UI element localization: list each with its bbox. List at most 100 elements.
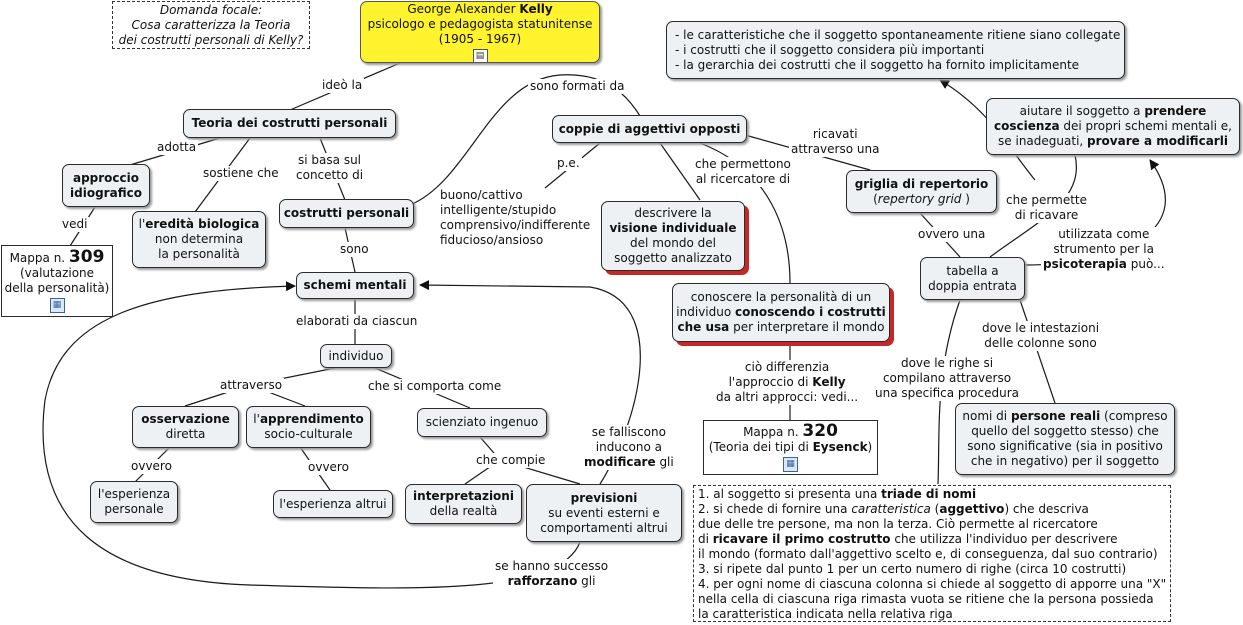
- procedura-line-7: 4. per ogni nome di ciascuna colonna si …: [698, 577, 1167, 591]
- link-label-compie: che compie: [474, 453, 548, 468]
- link-label-differenzia: ciò differenzia l'approccio di Kelly da …: [714, 360, 861, 405]
- kelly-line-3: (1905 - 1967): [438, 31, 522, 46]
- link-label-utilizzata-line-1: utilizzata come: [1058, 227, 1150, 241]
- approccio-line-1: approccio: [72, 170, 140, 185]
- link-label-permette-line-2: di ricavare: [1014, 208, 1079, 222]
- descrivere-node[interactable]: descrivere la visione individuale del mo…: [601, 201, 745, 271]
- esempi-line-2: intelligente/stupido: [440, 203, 557, 217]
- previsioni-node[interactable]: previsioni su eventi esterni e comportam…: [526, 484, 682, 542]
- conoscere-node[interactable]: conoscere la personalità di un individuo…: [672, 283, 890, 342]
- link-label-utilizzata-line-3: psicoterapia può...: [1043, 257, 1165, 271]
- mappa-320-node[interactable]: Mappa n. 320 (Teoria dei tipi di Eysenck…: [703, 420, 878, 475]
- link-label-formati: sono formati da: [528, 79, 627, 94]
- coppie-label: coppie di aggettivi opposti: [558, 121, 741, 136]
- costrutti-label: costrutti personali: [283, 206, 410, 220]
- mappa-309-node[interactable]: Mappa n. 309 (valutazione della personal…: [1, 245, 113, 317]
- descrivere-line-4: soggetto analizzato: [614, 251, 732, 265]
- conoscere-line-1: conoscere la personalità di un: [690, 290, 872, 304]
- concept-map-icon[interactable]: ▦: [783, 456, 798, 472]
- procedura-node[interactable]: 1. al soggetto si presenta una triade di…: [693, 485, 1171, 622]
- link-label-intestazioni: dove le intestazioni delle colonne sono: [980, 321, 1102, 351]
- griglia-line-2: (repertory grid ): [873, 191, 970, 206]
- tabella-line-2: doppia entrata: [928, 278, 1017, 293]
- esperienza-altrui-node[interactable]: l'esperienza altrui: [273, 490, 393, 518]
- link-label-ovvero-una: ovvero una: [916, 227, 988, 242]
- individuo-label: individuo: [328, 348, 384, 363]
- link-label-attraverso: attraverso: [218, 378, 285, 393]
- approccio-line-2: idiografico: [70, 185, 142, 200]
- osservazione-node[interactable]: osservazione diretta: [132, 406, 239, 448]
- link-label-successo: se hanno successo rafforzano gli: [493, 559, 611, 589]
- link-label-pe: p.e.: [555, 156, 582, 171]
- concept-map-icon[interactable]: ▦: [49, 297, 65, 313]
- tabella-node[interactable]: tabella a doppia entrata: [920, 257, 1025, 300]
- esempi-text: buono/cattivo intelligente/stupido compr…: [438, 188, 592, 248]
- link-label-permette-line-1: che permette: [1006, 193, 1087, 207]
- link-label-comporta: che si comporta come: [366, 379, 504, 394]
- schemi-node[interactable]: schemi mentali: [296, 272, 414, 299]
- procedura-line-9: la caratteristica indicata nella relativ…: [698, 607, 953, 621]
- aiutare-line-3: se inadeguati, provare a modificarli: [998, 134, 1228, 148]
- aiutare-line-1: aiutare il soggetto a prendere: [1019, 104, 1207, 118]
- eredita-line-3: la personalità: [158, 247, 240, 261]
- esperienza-altrui-label: l'esperienza altrui: [279, 496, 387, 511]
- link-label-basa-line-1: si basa sul: [298, 153, 362, 167]
- apprendimento-line-1: l'apprendimento: [253, 412, 364, 426]
- link-label-ovvero-1: ovvero: [129, 459, 174, 474]
- teoria-label: Teoria dei costrutti personali: [191, 116, 388, 130]
- esempi-line-1: buono/cattivo: [440, 188, 523, 202]
- caratteristiche-line-2: - i costrutti che il soggetto considera …: [675, 42, 985, 57]
- scienziato-label: scienziato ingenuo: [425, 415, 539, 429]
- descrivere-line-1: descrivere la: [634, 206, 712, 220]
- schemi-label: schemi mentali: [303, 278, 407, 292]
- teoria-node[interactable]: Teoria dei costrutti personali: [183, 109, 396, 138]
- eredita-node[interactable]: l'eredità biologica non determina la per…: [132, 211, 266, 268]
- nomi-line-1: nomi di persone reali (compreso: [962, 409, 1168, 423]
- kelly-line-1: George Alexander Kelly: [407, 1, 553, 16]
- mappa-309-line-1: Mappa n. 309: [9, 246, 105, 267]
- document-icon[interactable]: ▤: [472, 48, 488, 63]
- link-label-ricavati: ricavati attraverso una: [789, 127, 882, 157]
- focus-line-1: Domanda focale:: [159, 2, 263, 17]
- nomi-line-4: che in negativo) per il soggetto: [970, 454, 1160, 468]
- link-label-permettono: che permettono al ricercatore di: [693, 157, 793, 187]
- descrivere-line-3: del mondo del: [630, 236, 716, 250]
- griglia-node[interactable]: griglia di repertorio (repertory grid ): [846, 170, 997, 213]
- esperienza-personale-line-1: l'esperienza: [97, 487, 171, 501]
- interpretazioni-node[interactable]: interpretazioni della realtà: [405, 484, 522, 524]
- costrutti-node[interactable]: costrutti personali: [279, 199, 414, 228]
- link-label-sostiene: sostiene che: [201, 166, 281, 181]
- mappa-320-line-2: (Teoria dei tipi di Eysenck): [708, 439, 873, 454]
- link-label-ideo: ideò la: [320, 78, 365, 93]
- conoscere-line-2: individuo conoscendo i costrutti: [676, 305, 886, 319]
- apprendimento-node[interactable]: l'apprendimento socio-culturale: [246, 406, 371, 448]
- link-label-falliscono: se falliscono inducono a modificare gli: [582, 425, 676, 470]
- nomi-line-2: quello del soggetto stesso) che: [971, 424, 1159, 438]
- focus-question: Domanda focale: Cosa caratterizza la Teo…: [112, 1, 310, 49]
- link-label-basa-line-2: concetto di: [296, 168, 364, 182]
- link-label-sono: sono: [338, 242, 371, 257]
- link-label-falliscono-line-2: inducono a: [595, 440, 662, 454]
- apprendimento-line-2: socio-culturale: [264, 427, 353, 441]
- link-label-utilizzata-line-2: strumento per la: [1053, 242, 1154, 256]
- coppie-node[interactable]: coppie di aggettivi opposti: [552, 115, 747, 143]
- tabella-line-1: tabella a: [946, 263, 999, 278]
- aiutare-node[interactable]: aiutare il soggetto a prendere coscienza…: [986, 98, 1240, 155]
- approccio-node[interactable]: approccio idiografico: [62, 164, 150, 207]
- caratteristiche-line-3: - la gerarchia dei costrutti che il sogg…: [675, 57, 1080, 72]
- eredita-line-1: l'eredità biologica: [138, 217, 260, 231]
- aiutare-line-2: coscienza dei propri schemi mentali e,: [994, 119, 1232, 133]
- individuo-node[interactable]: individuo: [320, 344, 392, 368]
- link-label-righe-line-1: dove le righe si: [900, 356, 994, 370]
- kelly-line-2: psicologo e pedagogista statunitense: [367, 16, 593, 31]
- scienziato-node[interactable]: scienziato ingenuo: [417, 408, 547, 437]
- kelly-node[interactable]: George Alexander Kelly psicologo e pedag…: [360, 1, 600, 63]
- mappa-309-line-3: della personalità): [4, 280, 110, 295]
- caratteristiche-line-1: - le caratteristiche che il soggetto spo…: [675, 27, 1121, 42]
- caratteristiche-node[interactable]: - le caratteristiche che il soggetto spo…: [666, 21, 1125, 79]
- esperienza-personale-node[interactable]: l'esperienza personale: [90, 481, 178, 523]
- mappa-320-line-1: Mappa n. 320: [743, 420, 838, 441]
- nomi-node[interactable]: nomi di persone reali (compreso quello d…: [955, 403, 1175, 475]
- descrivere-line-2: visione individuale: [609, 221, 737, 235]
- link-label-elaborati: elaborati da ciascun: [294, 314, 420, 329]
